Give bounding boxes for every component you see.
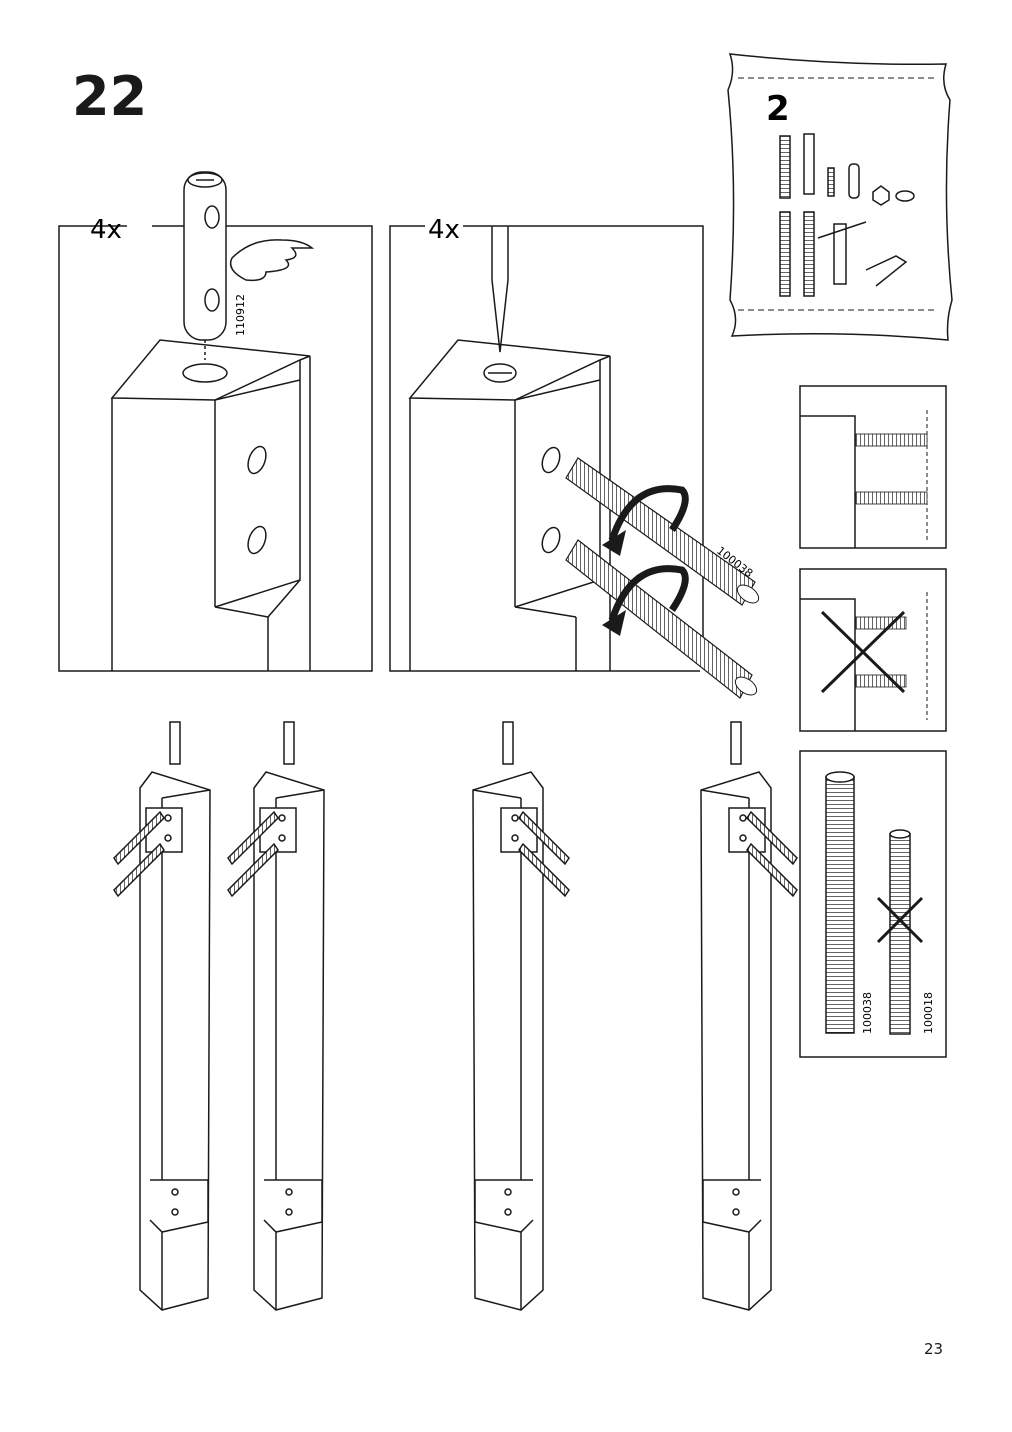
short-rod-code: 100018	[922, 992, 935, 1034]
detail-incorrect-depth	[799, 568, 947, 732]
leg-3	[472, 721, 570, 1311]
step-number: 22	[72, 65, 148, 128]
page-number: 23	[924, 1340, 944, 1358]
detail-correct-depth	[799, 385, 947, 549]
detail-rod-comparison	[799, 750, 947, 1058]
legs-overview	[113, 721, 798, 1311]
dowel-part-code: 110912	[234, 294, 247, 336]
threaded-rods	[565, 457, 760, 699]
right-quantity-label: 4x	[428, 215, 460, 245]
long-rod-code: 100038	[861, 992, 874, 1034]
hardware-bag	[727, 53, 953, 341]
leg-2	[227, 721, 325, 1311]
panel-left	[58, 171, 373, 672]
leg-1	[113, 721, 211, 1311]
left-quantity-label: 4x	[90, 215, 122, 245]
leg-4	[700, 721, 798, 1311]
bag-number: 2	[766, 89, 790, 129]
